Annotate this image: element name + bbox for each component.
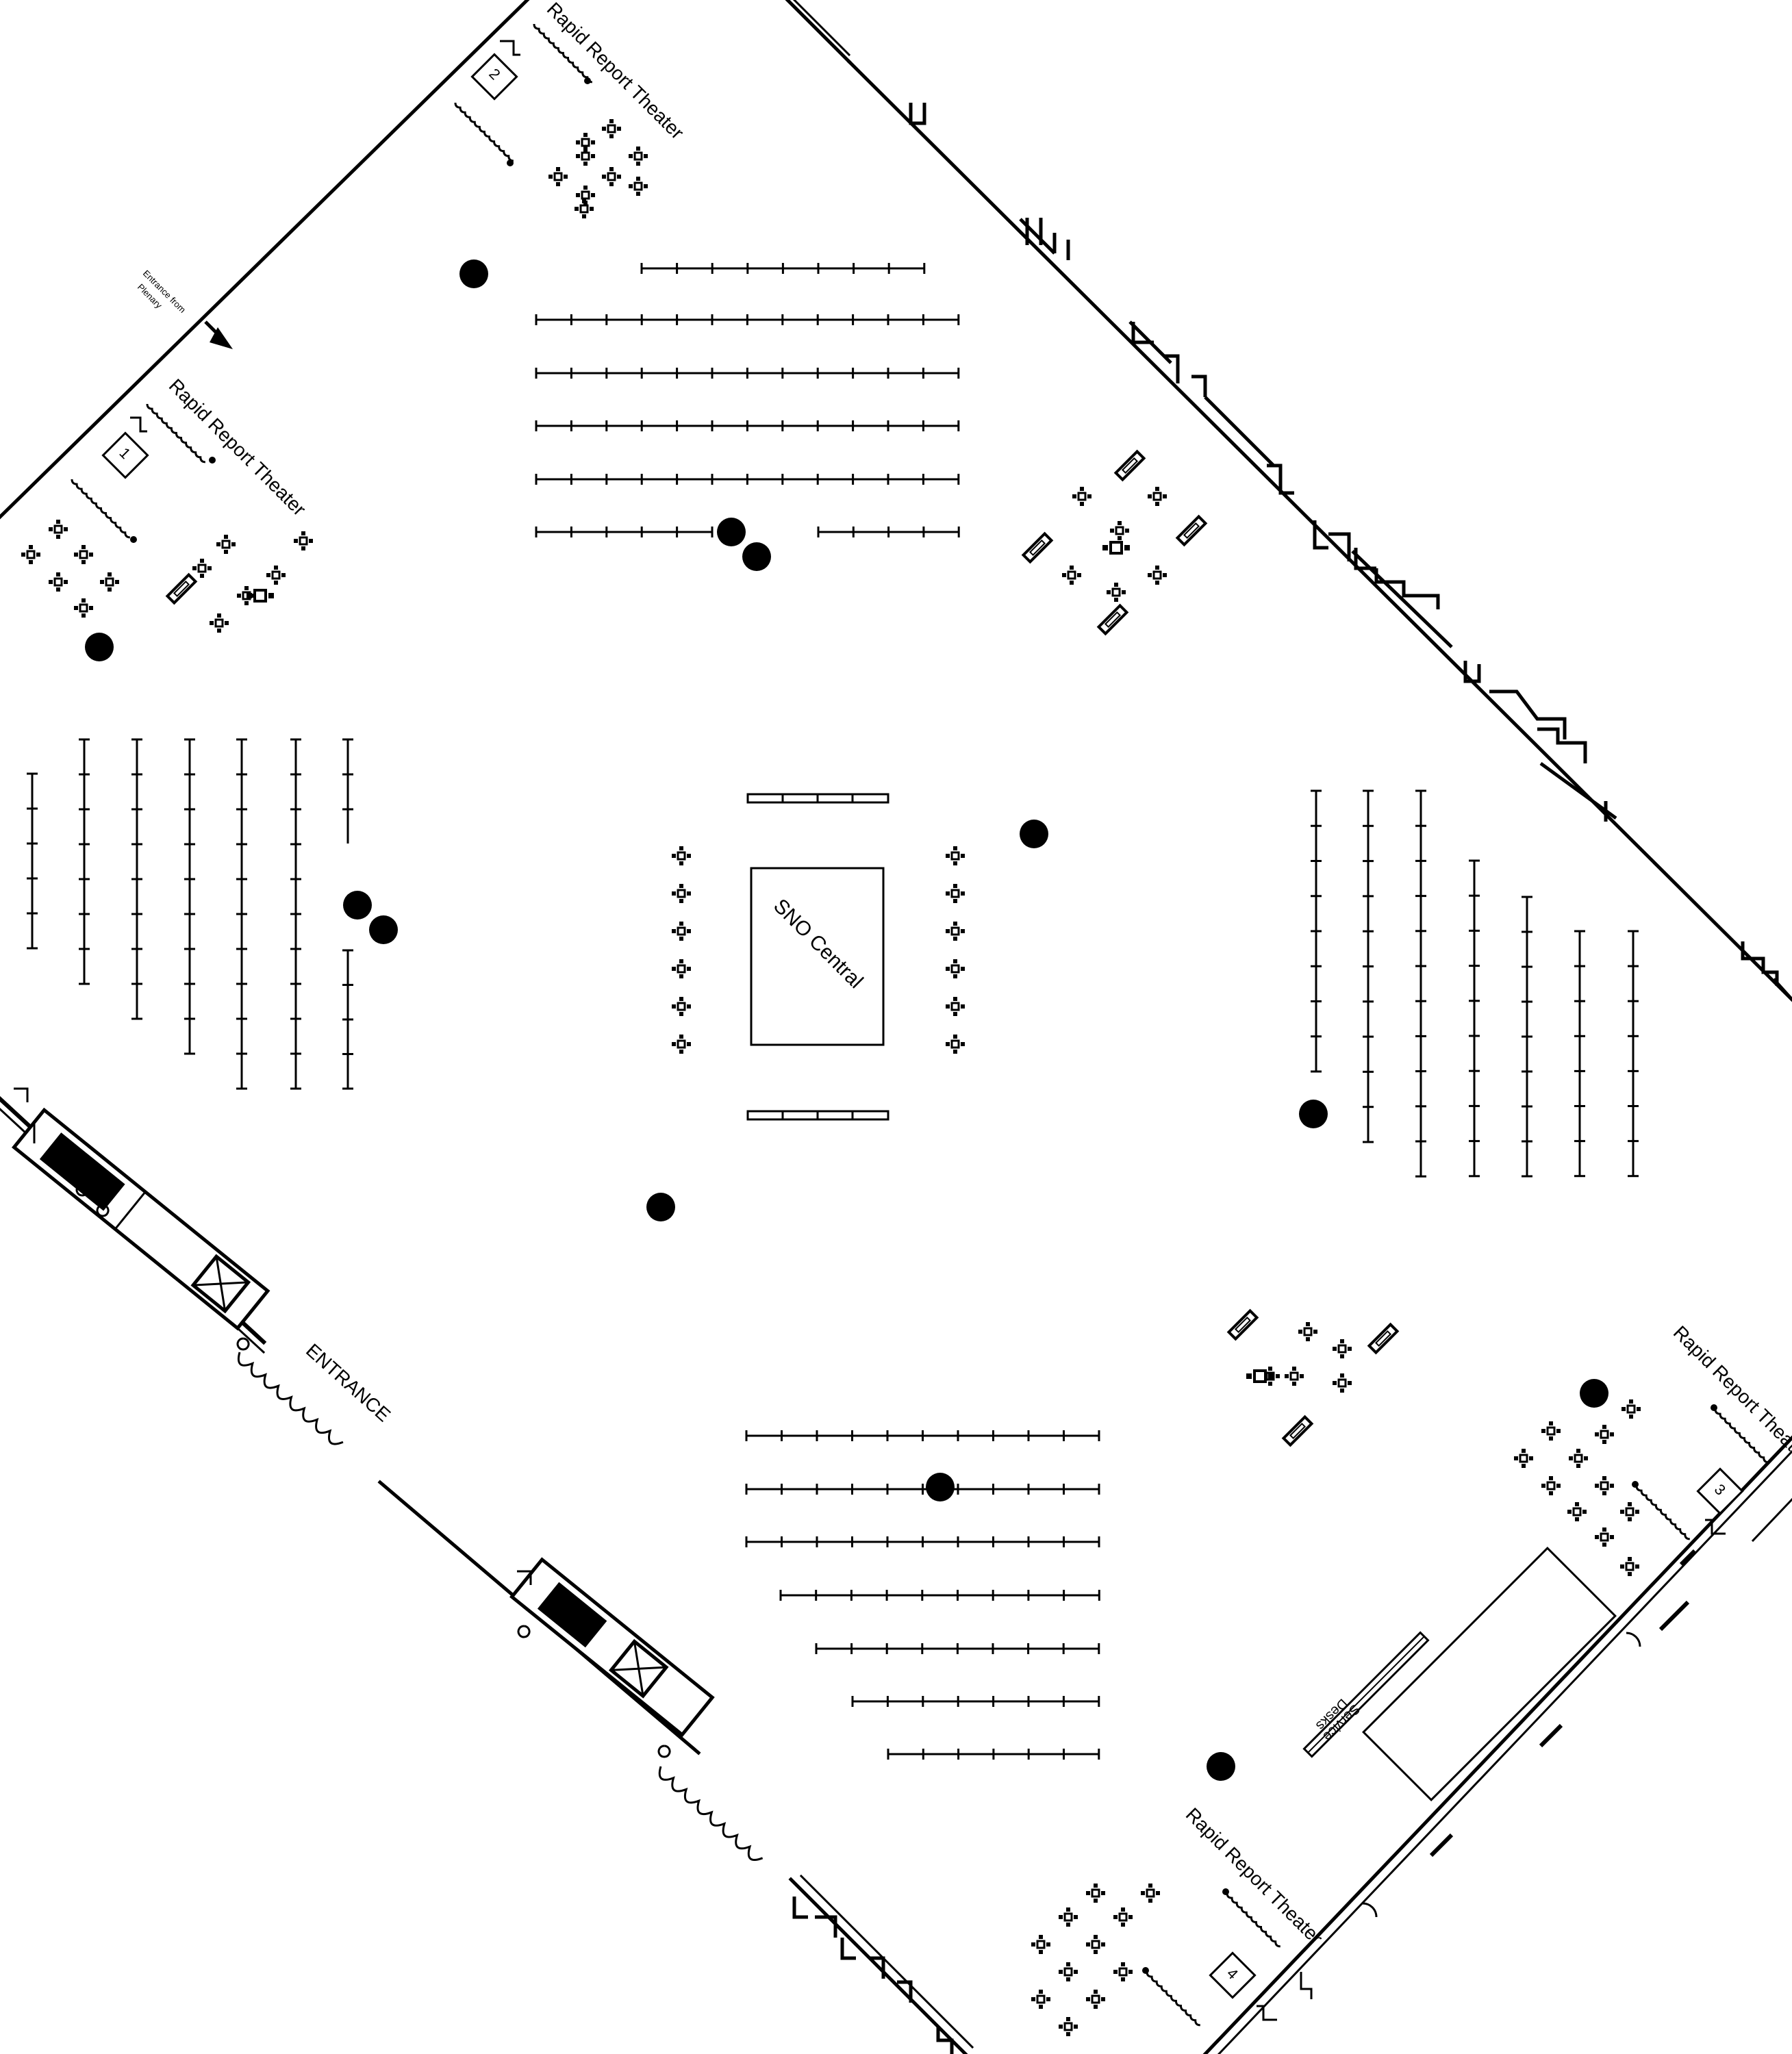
service-core-bottom [509, 1557, 715, 1758]
poster-board-row [1469, 859, 1480, 1178]
theater-title: Rapid Report Theater [1182, 1803, 1327, 1949]
theater-4: 4 Rapid Report Theater [1142, 1803, 1327, 2027]
column [85, 633, 114, 661]
poster-board-row [184, 738, 195, 1055]
poster-board-row [236, 738, 247, 1090]
theater-1: 1 Rapid Report Theater [71, 375, 310, 543]
poster-board-row [1415, 789, 1426, 1178]
poster-board-row [1628, 930, 1639, 1178]
poster-board-row [815, 1643, 1100, 1654]
stool-clusters-sno-right [944, 845, 966, 1055]
stool-clusters-theater-3 [1513, 1398, 1642, 1577]
theater-title: Rapid Report Theater [543, 0, 688, 143]
column [742, 542, 771, 571]
column [1580, 1379, 1608, 1408]
columns [85, 259, 1608, 1781]
entrance-doors-upper [237, 1352, 344, 1445]
poster-board-row [535, 474, 960, 485]
entrance-doors-lower [658, 1766, 764, 1861]
poster-board-row [79, 738, 90, 985]
stool-clusters-theater-4 [1030, 1882, 1161, 2038]
poster-board-row [1311, 789, 1322, 1073]
stool-clusters-left-lounge [167, 530, 314, 634]
poster-board-row [27, 772, 38, 950]
sno-counter-bottom [746, 1110, 889, 1121]
column [369, 915, 398, 944]
stool-clusters-lower-right-lounge [1228, 1310, 1397, 1445]
poster-board-row [1363, 789, 1374, 1143]
poster-board-row [817, 527, 960, 537]
stool-clusters-theater-2 [547, 118, 649, 220]
theater-title: Rapid Report Theater [1669, 1321, 1792, 1467]
poster-board-row [745, 1484, 1100, 1495]
poster-board-row [535, 420, 960, 431]
column [646, 1193, 675, 1221]
column [1020, 820, 1048, 848]
service-desks: Service Desks [1302, 1547, 1697, 1918]
sno-central: SNO Central [746, 793, 889, 1121]
sno-counter-top [746, 793, 889, 804]
poster-board-row [745, 1430, 1100, 1441]
stool-clusters-theater-1 [20, 518, 121, 619]
wall-details-top-right [909, 103, 1792, 1001]
poster-board-row [535, 314, 960, 325]
entrance-arrow-icon [204, 320, 233, 349]
poster-board-row [1574, 930, 1585, 1178]
column [1299, 1100, 1328, 1128]
poster-board-row [535, 368, 960, 379]
service-core-left [11, 1087, 270, 1351]
poster-board-row [887, 1749, 1100, 1760]
poster-board-row [290, 738, 301, 1090]
poster-board-rows [27, 263, 1639, 1760]
column [926, 1473, 955, 1501]
column [717, 518, 746, 546]
column [343, 891, 372, 920]
theater-3: 3 Rapid Report Theater [1632, 1321, 1792, 1540]
theater-2: 2 Rapid Report Theater [454, 0, 688, 166]
poster-board-row [745, 1536, 1100, 1547]
poster-board-row [779, 1590, 1100, 1601]
poster-board-row [342, 738, 353, 844]
column [1207, 1752, 1235, 1781]
column [459, 259, 488, 288]
poster-board-row [342, 949, 353, 1090]
wall-details-bottom [792, 1897, 954, 2054]
poster-board-row [640, 263, 926, 274]
poster-board-row [851, 1696, 1100, 1707]
poster-board-row [535, 527, 714, 537]
entrance-label: ENTRANCE [302, 1339, 394, 1425]
poster-board-row [1522, 896, 1532, 1178]
poster-board-row [131, 738, 142, 1020]
stool-clusters-upper-right-lounge [1023, 451, 1205, 633]
stool-clusters-sno-left [670, 845, 692, 1055]
